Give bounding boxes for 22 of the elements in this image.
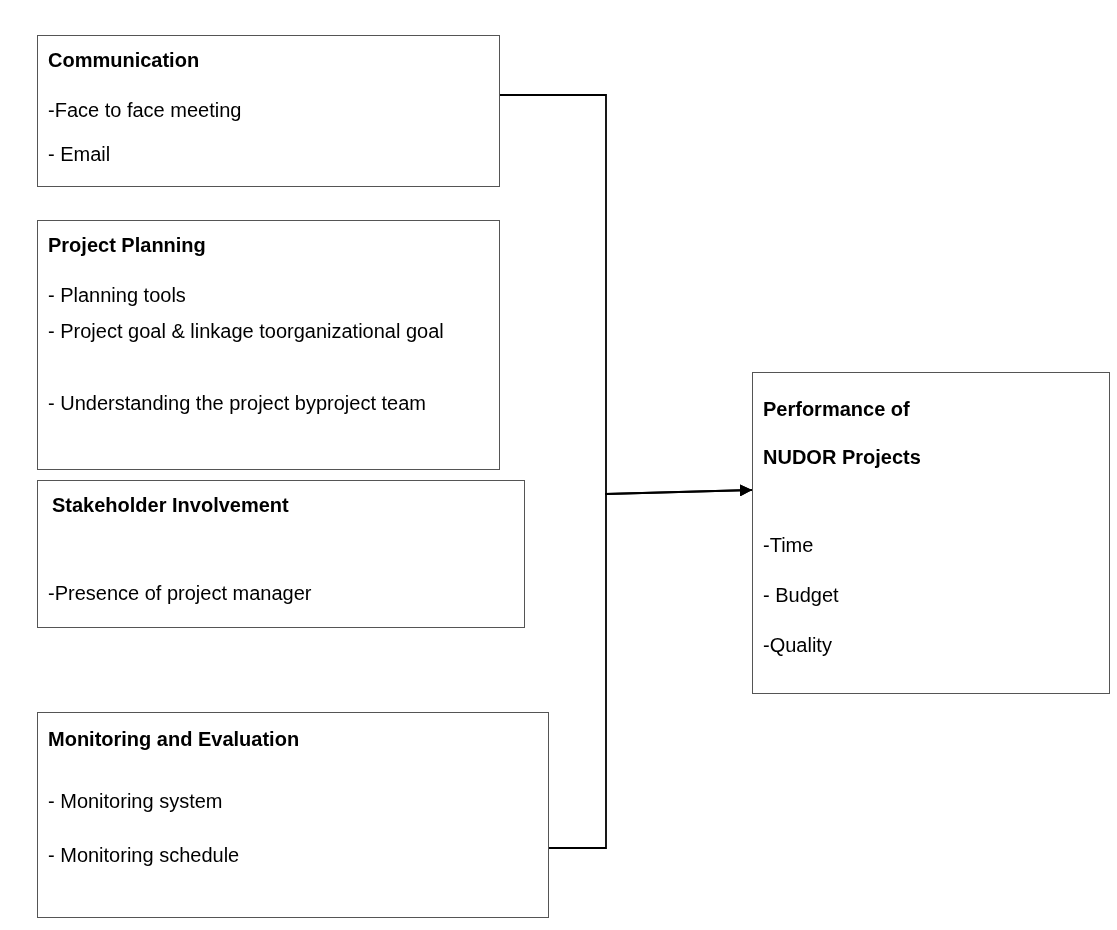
text-box: [37, 480, 525, 628]
box-heading: Project Planning: [48, 233, 207, 257]
text-box: [752, 372, 1110, 694]
bullet-item: -Face to face meeting: [48, 98, 243, 122]
bullet-item: - Monitoring system: [48, 789, 224, 813]
text-box: [37, 35, 500, 187]
connector-arrow: [548, 484, 753, 849]
bullet-item: - Monitoring schedule: [48, 843, 241, 867]
box-heading: Communication: [48, 48, 201, 72]
bullet-item: -Presence of project manager: [48, 581, 313, 605]
bullet-item: - Planning tools: [48, 283, 187, 307]
box-heading: Performance of NUDOR Projects: [763, 397, 922, 470]
bullet-item: -Quality: [763, 633, 833, 657]
box-heading: Monitoring and Evaluation: [48, 727, 301, 751]
bullet-item: - Budget: [763, 583, 840, 607]
box-heading: Stakeholder Involvement: [52, 493, 290, 517]
bullet-item: - Project goal & linkage toorganizational goal: [48, 319, 445, 344]
bullet-item: - Email: [48, 142, 112, 166]
bullet-item: - Understanding the project byproject team: [48, 391, 427, 416]
text-box: [37, 712, 549, 918]
bullet-item: -Time: [763, 533, 815, 557]
text-box: [37, 220, 500, 470]
